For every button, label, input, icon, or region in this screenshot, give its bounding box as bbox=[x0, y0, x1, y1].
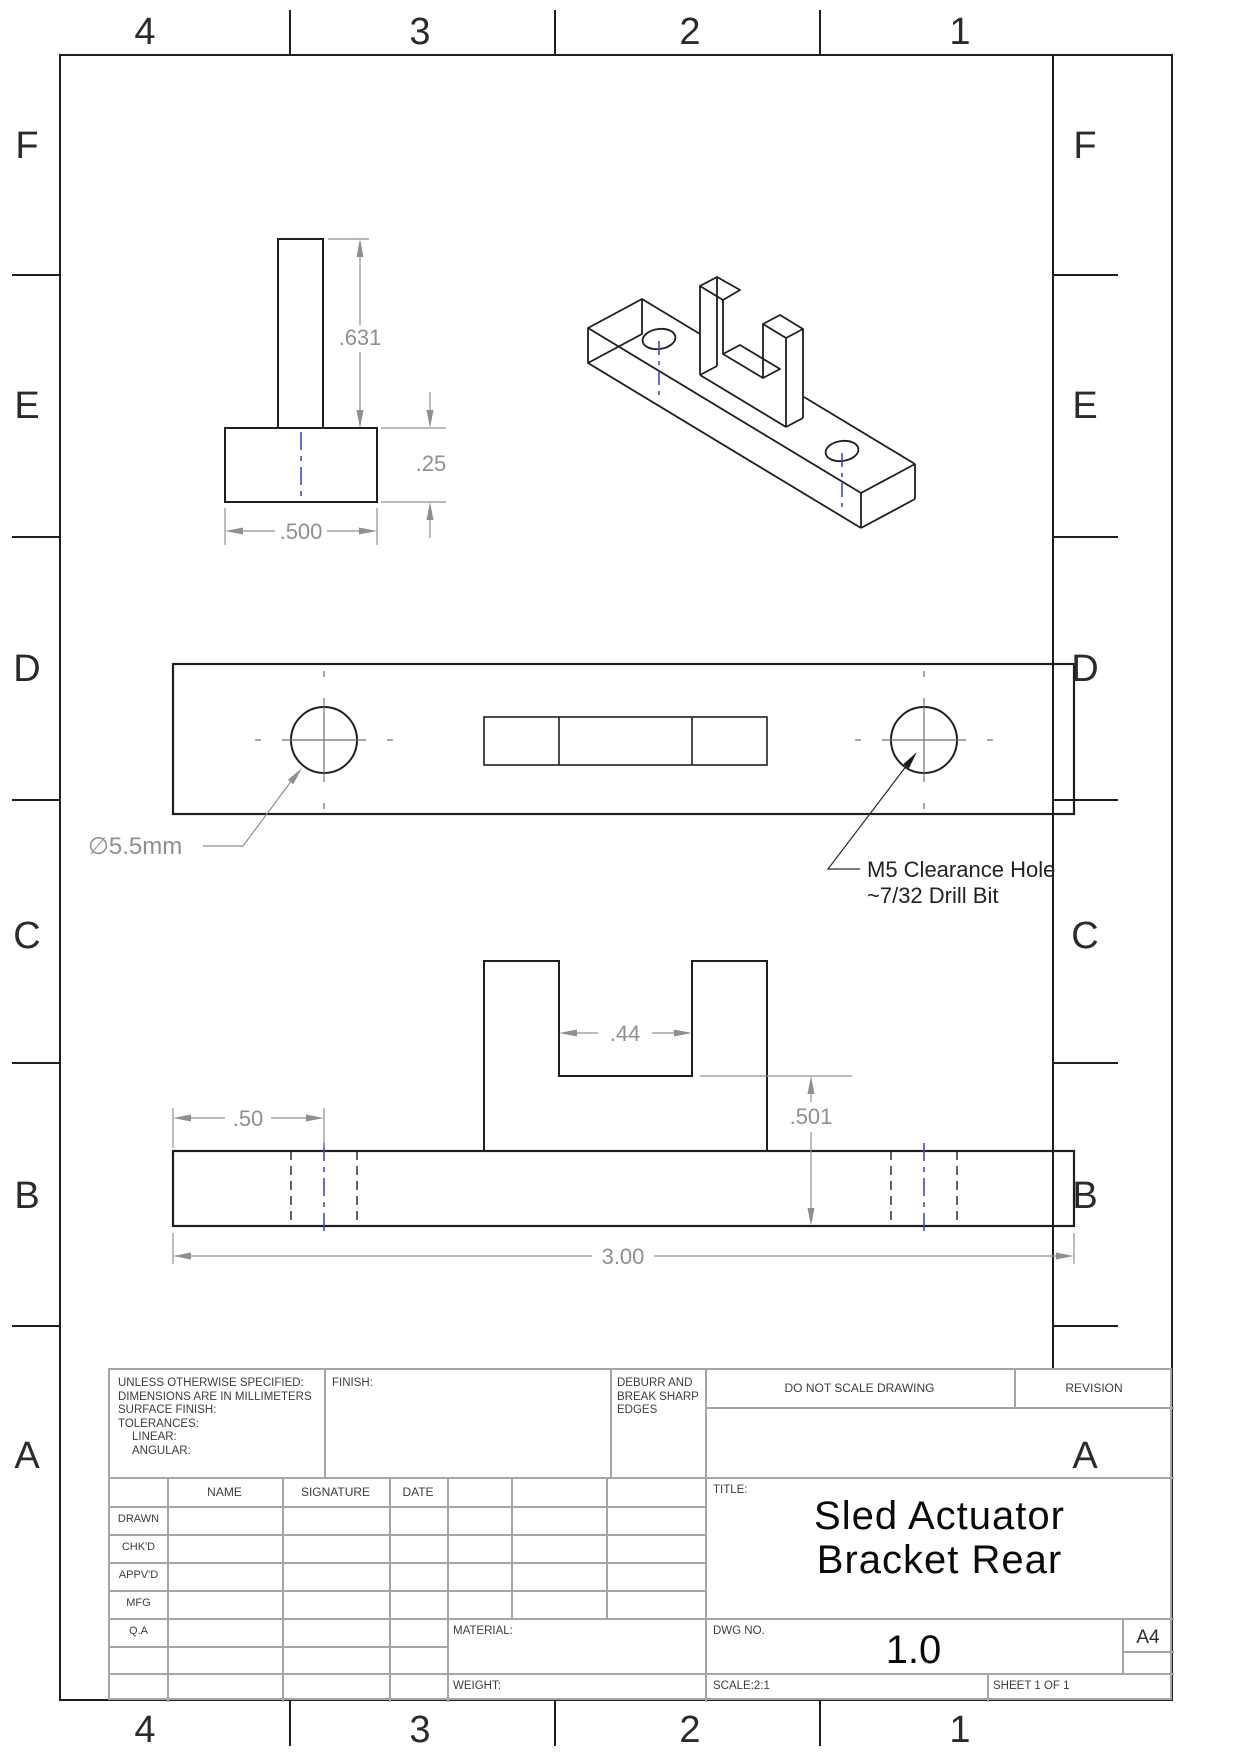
paper-size: A4 bbox=[1136, 1627, 1160, 1648]
tolerance-note-line: DIMENSIONS ARE IN MILLIMETERS bbox=[118, 1390, 312, 1403]
zone-row-label: E bbox=[14, 385, 39, 427]
deburr-note-line: EDGES bbox=[617, 1404, 658, 1416]
dim-slot-width: .44 bbox=[610, 1021, 641, 1046]
sheet-border bbox=[12, 10, 1173, 1746]
tolerance-note-line: UNLESS OTHERWISE SPECIFIED: bbox=[118, 1377, 304, 1389]
row-label-drawn: DRAWN bbox=[117, 1513, 160, 1525]
dim-hole-offset: .50 bbox=[233, 1106, 264, 1131]
date-column-header: DATE bbox=[402, 1485, 434, 1499]
deburr-note: DEBURR AND BREAK SHARP EDGES bbox=[617, 1377, 699, 1418]
zone-row-label: F bbox=[15, 125, 38, 167]
zone-col-label: 3 bbox=[409, 1709, 430, 1751]
front-view: .50 .44 .501 3.00 bbox=[171, 960, 1076, 1269]
do-not-scale-label: DO NOT SCALE DRAWING bbox=[784, 1381, 935, 1395]
deburr-note-line: DEBURR AND bbox=[617, 1377, 693, 1389]
zone-labels: 4 3 2 1 4 3 2 1 F E D C B A F E D C B A bbox=[13, 11, 1098, 1751]
zone-col-label: 1 bbox=[949, 11, 970, 53]
row-label-mfg: MFG bbox=[126, 1597, 151, 1609]
weight-label: WEIGHT: bbox=[453, 1680, 501, 1692]
dim-base-thickness: .25 bbox=[416, 451, 447, 476]
zone-row-label: B bbox=[1072, 1175, 1097, 1217]
hole-center-marks bbox=[255, 671, 993, 809]
iso-centerlines bbox=[658, 341, 843, 512]
zone-row-label: E bbox=[1072, 385, 1097, 427]
revision-label: REVISION bbox=[1065, 1381, 1123, 1395]
material-label: MATERIAL: bbox=[453, 1625, 513, 1637]
signature-column-header: SIGNATURE bbox=[300, 1485, 371, 1499]
zone-row-label: F bbox=[1073, 125, 1096, 167]
zone-col-label: 2 bbox=[679, 1709, 700, 1751]
iso-hole-left bbox=[641, 327, 677, 351]
row-label-qa: Q.A bbox=[129, 1625, 148, 1637]
zone-row-label: D bbox=[1071, 648, 1098, 690]
row-label-chkd: CHK'D bbox=[121, 1541, 156, 1553]
tolerance-note-line: ANGULAR: bbox=[132, 1444, 191, 1457]
finish-label: FINISH: bbox=[332, 1377, 373, 1389]
zone-row-label: C bbox=[13, 915, 40, 957]
title-label: TITLE: bbox=[713, 1484, 748, 1496]
tolerance-note-line: LINEAR: bbox=[132, 1431, 177, 1443]
deburr-note-line: BREAK SHARP bbox=[617, 1390, 699, 1403]
isometric-view bbox=[587, 276, 916, 529]
dwg-no-label: DWG NO. bbox=[713, 1625, 765, 1637]
callout-left-hole: ∅5.5mm bbox=[88, 833, 182, 860]
callout-right-hole-line1: M5 Clearance Hole bbox=[867, 857, 1055, 882]
drawing-title-line1: Sled Actuator bbox=[814, 1494, 1065, 1538]
dim-slot-depth: .501 bbox=[790, 1104, 833, 1129]
scale-label: SCALE:2:1 bbox=[713, 1680, 770, 1692]
zone-col-label: 4 bbox=[134, 1709, 155, 1751]
zone-col-label: 2 bbox=[679, 11, 700, 53]
zone-col-label: 1 bbox=[949, 1709, 970, 1751]
front-centerlines bbox=[323, 1143, 925, 1233]
dim-overall-length: 3.00 bbox=[602, 1244, 645, 1269]
title-block: UNLESS OTHERWISE SPECIFIED: DIMENSIONS A… bbox=[108, 1368, 1174, 1702]
iso-hole-right bbox=[824, 439, 860, 463]
dim-base-width: .500 bbox=[280, 519, 323, 544]
leader-right-hole: M5 Clearance Hole ~7/32 Drill Bit bbox=[826, 752, 1055, 908]
hidden-hole-lines bbox=[290, 1151, 958, 1226]
tolerance-note-line: SURFACE FINISH: bbox=[118, 1404, 217, 1416]
zone-row-label: A bbox=[14, 1435, 40, 1477]
side-view: .631 .25 .500 bbox=[224, 238, 447, 545]
zone-col-label: 3 bbox=[409, 11, 430, 53]
row-label-appvd: APPV'D bbox=[118, 1569, 159, 1581]
zone-col-label: 4 bbox=[134, 11, 155, 53]
plan-view: ∅5.5mm M5 Clearance Hole ~7/32 Drill Bit bbox=[88, 662, 1076, 908]
zone-row-label: B bbox=[14, 1175, 39, 1217]
callout-right-hole-line2: ~7/32 Drill Bit bbox=[867, 883, 998, 908]
zone-row-label: A bbox=[1072, 1435, 1098, 1477]
name-column-header: NAME bbox=[207, 1485, 242, 1499]
leader-left-hole: ∅5.5mm bbox=[88, 768, 302, 860]
dwg-no-value: 1.0 bbox=[885, 1628, 942, 1672]
dim-stem-height: .631 bbox=[339, 325, 382, 350]
drawing-title-line2: Bracket Rear bbox=[816, 1538, 1063, 1582]
tolerance-note-line: TOLERANCES: bbox=[118, 1417, 199, 1430]
zone-row-label: D bbox=[13, 648, 40, 690]
tolerance-note: UNLESS OTHERWISE SPECIFIED: DIMENSIONS A… bbox=[118, 1377, 312, 1458]
sheet-label: SHEET 1 OF 1 bbox=[993, 1680, 1070, 1692]
zone-row-label: C bbox=[1071, 915, 1098, 957]
